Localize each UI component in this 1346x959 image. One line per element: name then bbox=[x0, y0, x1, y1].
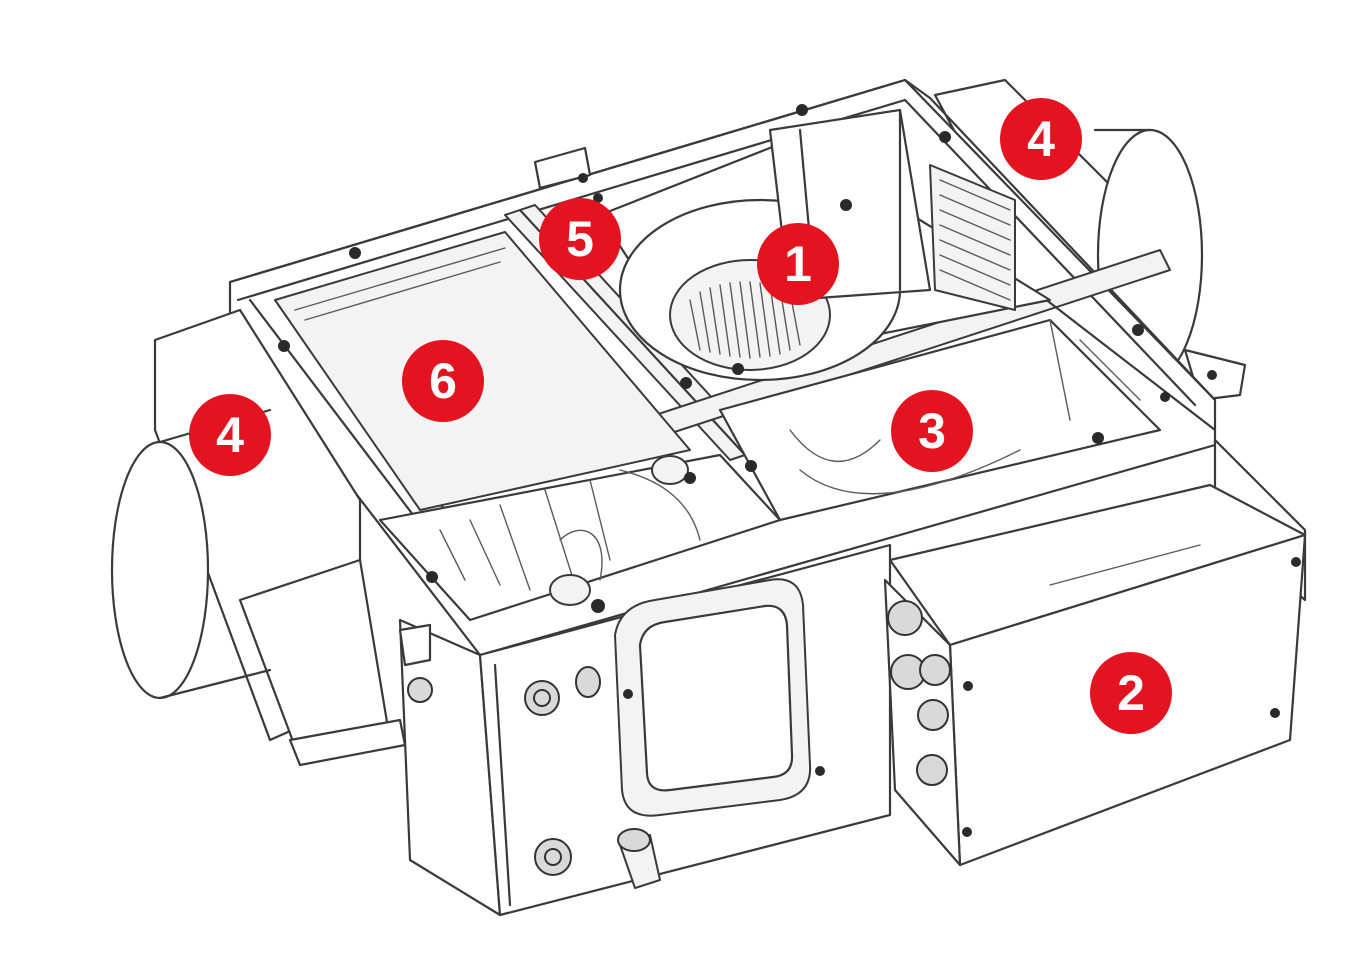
callout-marker-1-disc bbox=[757, 223, 839, 305]
callout-marker-3: 3 bbox=[891, 390, 973, 472]
callout-marker-1: 1 bbox=[757, 223, 839, 305]
callout-marker-6-disc bbox=[402, 340, 484, 422]
callout-marker-2: 2 bbox=[1090, 652, 1172, 734]
callout-marker-4-right: 4 bbox=[1000, 98, 1082, 180]
callout-marker-3-label: 3 bbox=[918, 403, 946, 459]
callout-marker-6-label: 6 bbox=[429, 353, 457, 409]
callout-marker-2-disc bbox=[1090, 652, 1172, 734]
callout-marker-4-left-disc bbox=[189, 394, 271, 476]
callout-marker-4-right-disc bbox=[1000, 98, 1082, 180]
callout-marker-5-label: 5 bbox=[566, 211, 594, 267]
callout-marker-5-disc bbox=[539, 198, 621, 280]
callout-marker-3-disc bbox=[891, 390, 973, 472]
internal-wiring bbox=[378, 453, 782, 622]
callout-marker-4-left: 4 bbox=[189, 394, 271, 476]
callout-marker-1-label: 1 bbox=[784, 236, 812, 292]
front-panel bbox=[398, 543, 892, 917]
callout-marker-4-left-label: 4 bbox=[216, 407, 244, 463]
callout-marker-6: 6 bbox=[402, 340, 484, 422]
callout-marker-5: 5 bbox=[539, 198, 621, 280]
callout-marker-2-label: 2 bbox=[1117, 665, 1145, 721]
callout-marker-4-right-label: 4 bbox=[1027, 111, 1055, 167]
frame-bolts bbox=[278, 104, 1301, 837]
